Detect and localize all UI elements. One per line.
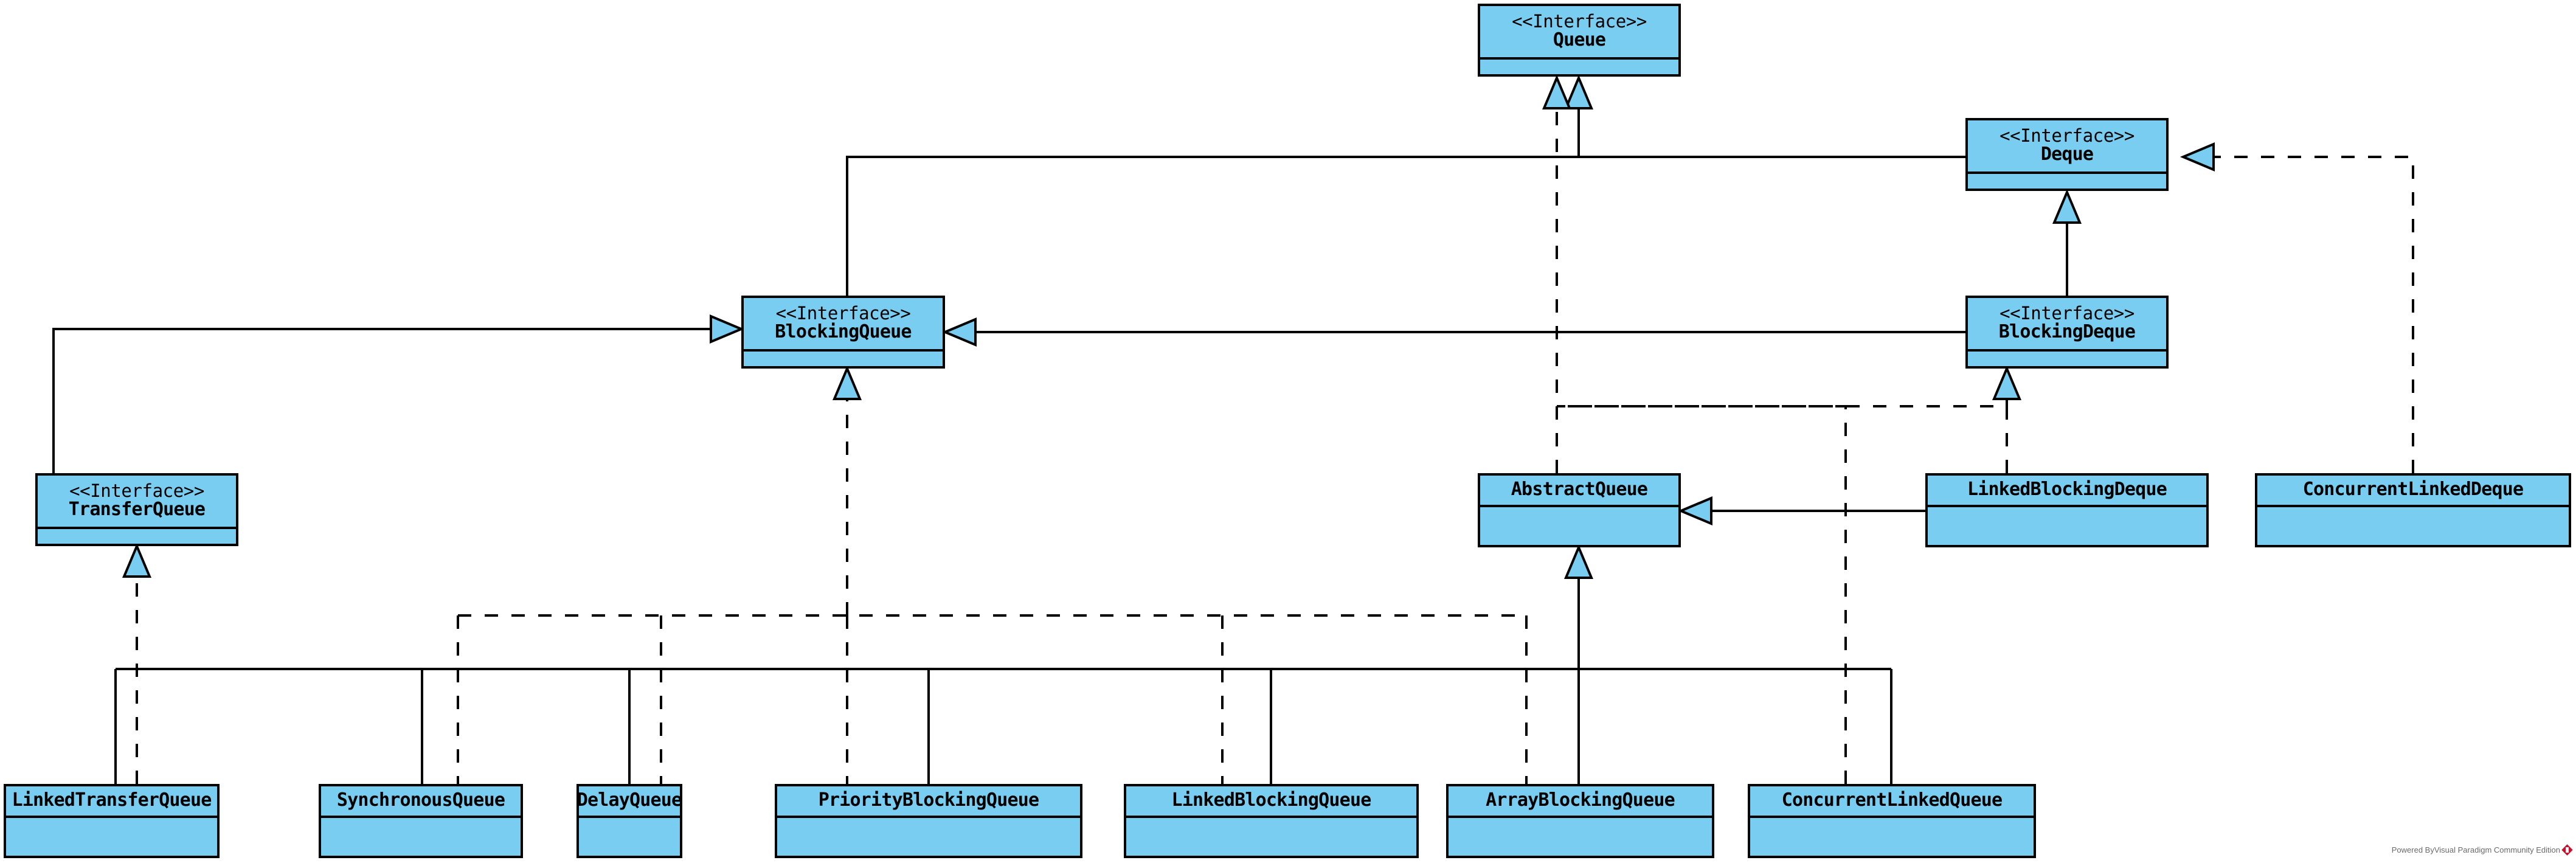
uml-node-body <box>6 818 217 856</box>
class-name-label: AbstractQueue <box>1511 479 1648 501</box>
uml-node-body <box>744 352 943 366</box>
uml-node-body <box>1928 507 2206 545</box>
uml-node-body <box>1126 818 1416 856</box>
stereotype-label: <<Interface>> <box>2000 125 2135 146</box>
edge-linkedblockingdeque-extends-abstractqueue <box>1677 496 1925 526</box>
stereotype-label: <<Interface>> <box>1512 10 1647 32</box>
uml-node-arrayblockingqueue[interactable]: ArrayBlockingQueue <box>1446 784 1714 858</box>
uml-node-body <box>1449 818 1712 856</box>
class-name-label: Deque <box>2040 144 2094 165</box>
class-name-label: LinkedBlockingQueue <box>1171 789 1372 811</box>
edge-blockingdeque-extends-deque <box>2052 189 2082 296</box>
uml-node-body <box>321 818 521 856</box>
class-name-label: LinkedTransferQueue <box>12 789 212 811</box>
uml-node-header: ConcurrentLinkedQueue <box>1750 786 2034 818</box>
uml-node-header: SynchronousQueue <box>321 786 521 818</box>
uml-node-linkedtransferqueue[interactable]: LinkedTransferQueue <box>4 784 220 858</box>
uml-node-blockingqueue[interactable]: <<Interface>> BlockingQueue <box>741 296 945 369</box>
stereotype-label: <<Interface>> <box>69 480 204 501</box>
uml-node-delayqueue[interactable]: DelayQueue <box>576 784 682 858</box>
uml-node-header: ArrayBlockingQueue <box>1449 786 1712 818</box>
vp-diamond-icon <box>2561 844 2573 856</box>
class-name-label: BlockingDeque <box>1998 321 2136 343</box>
watermark: Powered ByVisual Paradigm Community Edit… <box>2391 844 2573 856</box>
uml-node-body <box>1968 174 2166 189</box>
class-name-label: LinkedBlockingDeque <box>1967 479 2167 501</box>
uml-node-header: <<Interface>> BlockingDeque <box>1968 298 2166 352</box>
stereotype-label: <<Interface>> <box>2000 302 2135 324</box>
edge-blockingdeque-extends-blockingqueue <box>941 317 1965 347</box>
uml-node-header: <<Interface>> TransferQueue <box>38 476 236 529</box>
watermark-text: Powered ByVisual Paradigm Community Edit… <box>2391 845 2560 854</box>
edge-concurrentlinkedqueue-implements-queue <box>1557 405 1847 784</box>
edge-blockingqueue-extends-queue <box>846 74 1594 296</box>
uml-node-header: <<Interface>> Queue <box>1480 6 1678 60</box>
uml-node-body <box>1480 507 1678 545</box>
edge-transferqueue-extends-blockingqueue <box>52 314 745 473</box>
uml-node-priorityblockingqueue[interactable]: PriorityBlockingQueue <box>775 784 1082 858</box>
uml-node-linkedblockingqueue[interactable]: LinkedBlockingQueue <box>1124 784 1419 858</box>
edge-blockingqueue-implementor-bus <box>457 365 1528 784</box>
uml-node-body <box>1480 60 1678 74</box>
uml-node-body <box>1750 818 2034 856</box>
uml-node-concurrentlinkedqueue[interactable]: ConcurrentLinkedQueue <box>1748 784 2036 858</box>
uml-node-body <box>1968 352 2166 366</box>
uml-node-linkedblockingdeque[interactable]: LinkedBlockingDeque <box>1925 473 2209 547</box>
class-name-label: SynchronousQueue <box>336 789 505 811</box>
uml-node-body <box>38 529 236 544</box>
uml-node-body <box>579 818 680 856</box>
edge-abstractqueue-subclass-bus <box>114 544 1892 784</box>
uml-node-header: PriorityBlockingQueue <box>777 786 1080 818</box>
uml-node-transferqueue[interactable]: <<Interface>> TransferQueue <box>35 473 238 546</box>
stereotype-label: <<Interface>> <box>775 302 911 324</box>
edge-abstractqueue-implements-queue <box>1542 74 1572 473</box>
uml-node-queue[interactable]: <<Interface>> Queue <box>1478 4 1681 77</box>
uml-node-header: DelayQueue <box>576 786 682 818</box>
class-name-label: Queue <box>1553 29 1606 51</box>
class-name-label: ArrayBlockingQueue <box>1486 789 1675 811</box>
uml-node-concurrentlinkeddeque[interactable]: ConcurrentLinkedDeque <box>2255 473 2571 547</box>
uml-node-body <box>777 818 1080 856</box>
uml-node-header: <<Interface>> Deque <box>1968 120 2166 174</box>
class-name-label: DelayQueue <box>576 789 682 811</box>
class-name-label: BlockingQueue <box>775 321 912 343</box>
edge-linkedtransferqueue-implements-transferqueue <box>122 542 152 784</box>
uml-node-header: <<Interface>> BlockingQueue <box>744 298 943 352</box>
uml-node-header: LinkedBlockingDeque <box>1928 476 2206 507</box>
uml-node-synchronousqueue[interactable]: SynchronousQueue <box>319 784 523 858</box>
uml-node-header: ConcurrentLinkedDeque <box>2257 476 2569 507</box>
uml-node-header: LinkedTransferQueue <box>6 786 217 818</box>
uml-node-deque[interactable]: <<Interface>> Deque <box>1965 118 2169 191</box>
edge-concurrentlinkeddeque-implements-deque <box>2180 142 2414 473</box>
uml-node-header: LinkedBlockingQueue <box>1126 786 1416 818</box>
uml-node-header: AbstractQueue <box>1480 476 1678 507</box>
class-name-label: TransferQueue <box>68 499 206 521</box>
class-name-label: ConcurrentLinkedDeque <box>2302 479 2524 501</box>
edge-linkedblockingdeque-implements-blockingdeque <box>1557 365 2022 473</box>
uml-node-abstractqueue[interactable]: AbstractQueue <box>1478 473 1681 547</box>
uml-node-blockingdeque[interactable]: <<Interface>> BlockingDeque <box>1965 296 2169 369</box>
class-name-label: PriorityBlockingQueue <box>818 789 1039 811</box>
uml-node-body <box>2257 507 2569 545</box>
class-name-label: ConcurrentLinkedQueue <box>1781 789 2003 811</box>
